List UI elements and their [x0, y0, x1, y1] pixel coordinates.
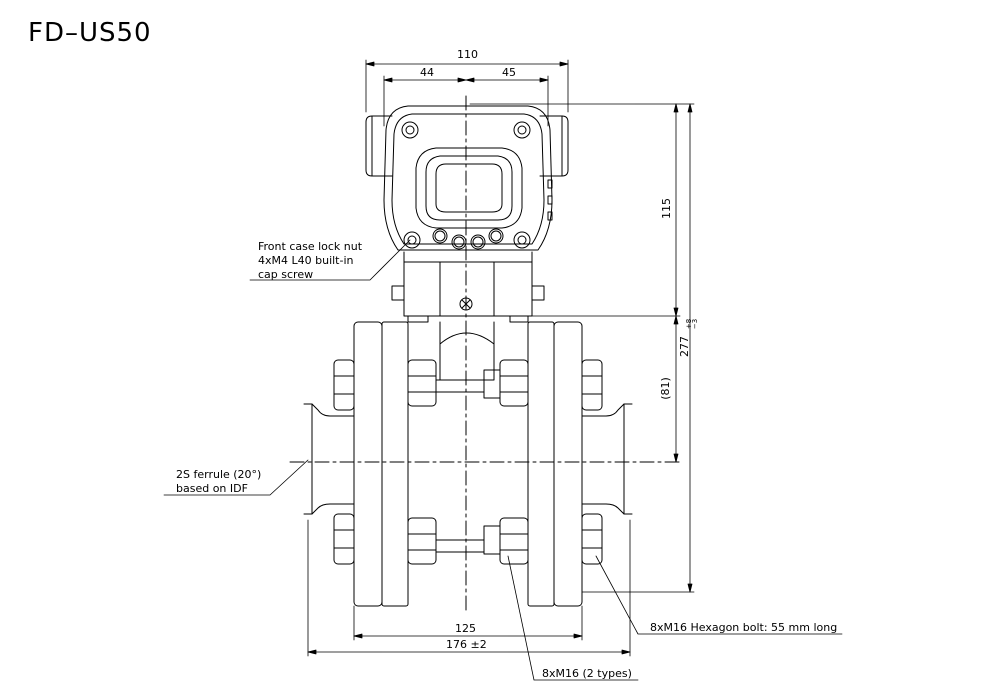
button-2	[452, 235, 466, 249]
button-1	[433, 229, 447, 243]
lock-nut-top-left	[402, 122, 418, 138]
inner-nut-bottom-right	[484, 518, 528, 564]
housing-outer	[384, 106, 552, 250]
lock-nut-top-right	[514, 122, 530, 138]
note-ferrule-2: based on IDF	[176, 482, 248, 495]
note-lock-nut-2: 4xM4 L40 built-in	[258, 254, 354, 267]
center-lines	[290, 96, 680, 612]
left-inner-flange	[382, 322, 408, 606]
transmitter-head	[366, 106, 568, 316]
display-window	[426, 156, 512, 220]
dim-left-half: 44	[420, 66, 434, 79]
button-4	[489, 229, 503, 243]
right-inner-flange	[528, 322, 554, 606]
inner-nut-top-right	[484, 360, 528, 406]
button-3	[471, 235, 485, 249]
dim-height-tol-lower: −3	[691, 318, 700, 330]
note-lock-nut-3: cap screw	[258, 268, 314, 281]
outer-bolt-bottom-left	[334, 514, 354, 564]
dim-overall-height: 277	[678, 336, 691, 357]
right-conduit-boss	[540, 116, 568, 176]
outer-bolt-top-right	[582, 360, 602, 410]
dim-head-height: 115	[660, 198, 673, 219]
left-outer-flange	[354, 322, 382, 606]
inner-nut-top-left	[408, 360, 436, 406]
dim-total-width: 110	[457, 48, 478, 61]
note-lock-nut-1: Front case lock nut	[258, 240, 363, 253]
left-ferrule	[312, 404, 354, 514]
dim-overall-length: 176 ±2	[446, 638, 487, 651]
right-outer-flange	[554, 322, 582, 606]
dim-flange-width: 125	[455, 622, 476, 635]
note-ferrule-1: 2S ferrule (20°)	[176, 468, 262, 481]
drawing-title: FD–US50	[28, 18, 152, 48]
housing-inner	[392, 114, 544, 244]
outer-bolt-top-left	[334, 360, 354, 410]
lock-nut-bottom-left	[404, 232, 420, 248]
dim-right-half: 45	[502, 66, 516, 79]
lock-nut-bottom-right	[514, 232, 530, 248]
leader-lines	[164, 240, 842, 680]
dim-centre-height: (81)	[658, 377, 672, 400]
note-m16-types: 8xM16 (2 types)	[542, 667, 632, 680]
outer-bolt-bottom-right	[582, 514, 602, 564]
inner-nut-bottom-left	[408, 518, 436, 564]
right-ferrule	[582, 404, 624, 514]
center-dome	[440, 333, 494, 380]
dimension-lines	[308, 60, 694, 656]
note-hex-bolt: 8xM16 Hexagon bolt: 55 mm long	[650, 621, 838, 634]
left-conduit-boss	[366, 116, 392, 176]
display-window-outer	[416, 148, 522, 228]
sensor-body	[304, 316, 632, 606]
